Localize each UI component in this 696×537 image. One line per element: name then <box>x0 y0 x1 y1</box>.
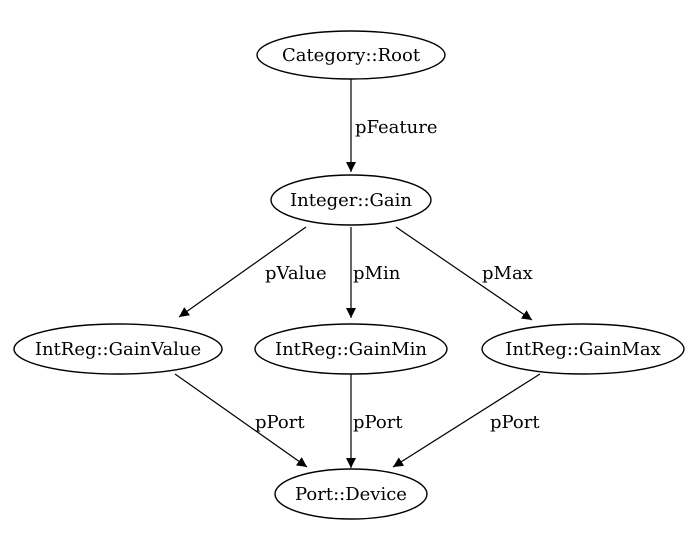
node-label-intreg-gainmax: IntReg::GainMax <box>505 339 661 360</box>
node-label-port-device: Port::Device <box>295 484 407 505</box>
edge-label-pvalue: pValue <box>265 263 327 284</box>
node-intreg-gainvalue[interactable]: IntReg::GainValue <box>13 323 223 375</box>
edge-label-pmax: pMax <box>482 263 533 284</box>
node-intreg-gainmin[interactable]: IntReg::GainMin <box>254 323 448 375</box>
nodes: Category::Root Integer::Gain IntReg::Gai… <box>13 30 685 520</box>
edge-gain-to-max <box>395 226 533 321</box>
edge-label-pport-center: pPort <box>353 412 403 433</box>
edge-max-to-device <box>392 373 541 468</box>
node-port-device[interactable]: Port::Device <box>274 468 428 520</box>
edges: pFeature pValue pMin pMax pPort pPort pP… <box>174 79 541 468</box>
edge-gain-to-value <box>178 226 307 318</box>
node-intreg-gainmax[interactable]: IntReg::GainMax <box>481 323 685 375</box>
node-label-integer-gain: Integer::Gain <box>290 190 412 211</box>
edge-label-pport-left: pPort <box>255 412 305 433</box>
edge-label-pport-right: pPort <box>490 412 540 433</box>
node-integer-gain[interactable]: Integer::Gain <box>270 174 432 226</box>
edge-label-pmin: pMin <box>353 263 401 284</box>
node-label-intreg-gainvalue: IntReg::GainValue <box>35 339 201 360</box>
edge-label-pfeature: pFeature <box>355 117 438 138</box>
node-label-intreg-gainmin: IntReg::GainMin <box>275 339 427 360</box>
node-category-root[interactable]: Category::Root <box>256 30 446 80</box>
edge-value-to-device <box>174 373 308 468</box>
node-label-category-root: Category::Root <box>282 45 421 66</box>
